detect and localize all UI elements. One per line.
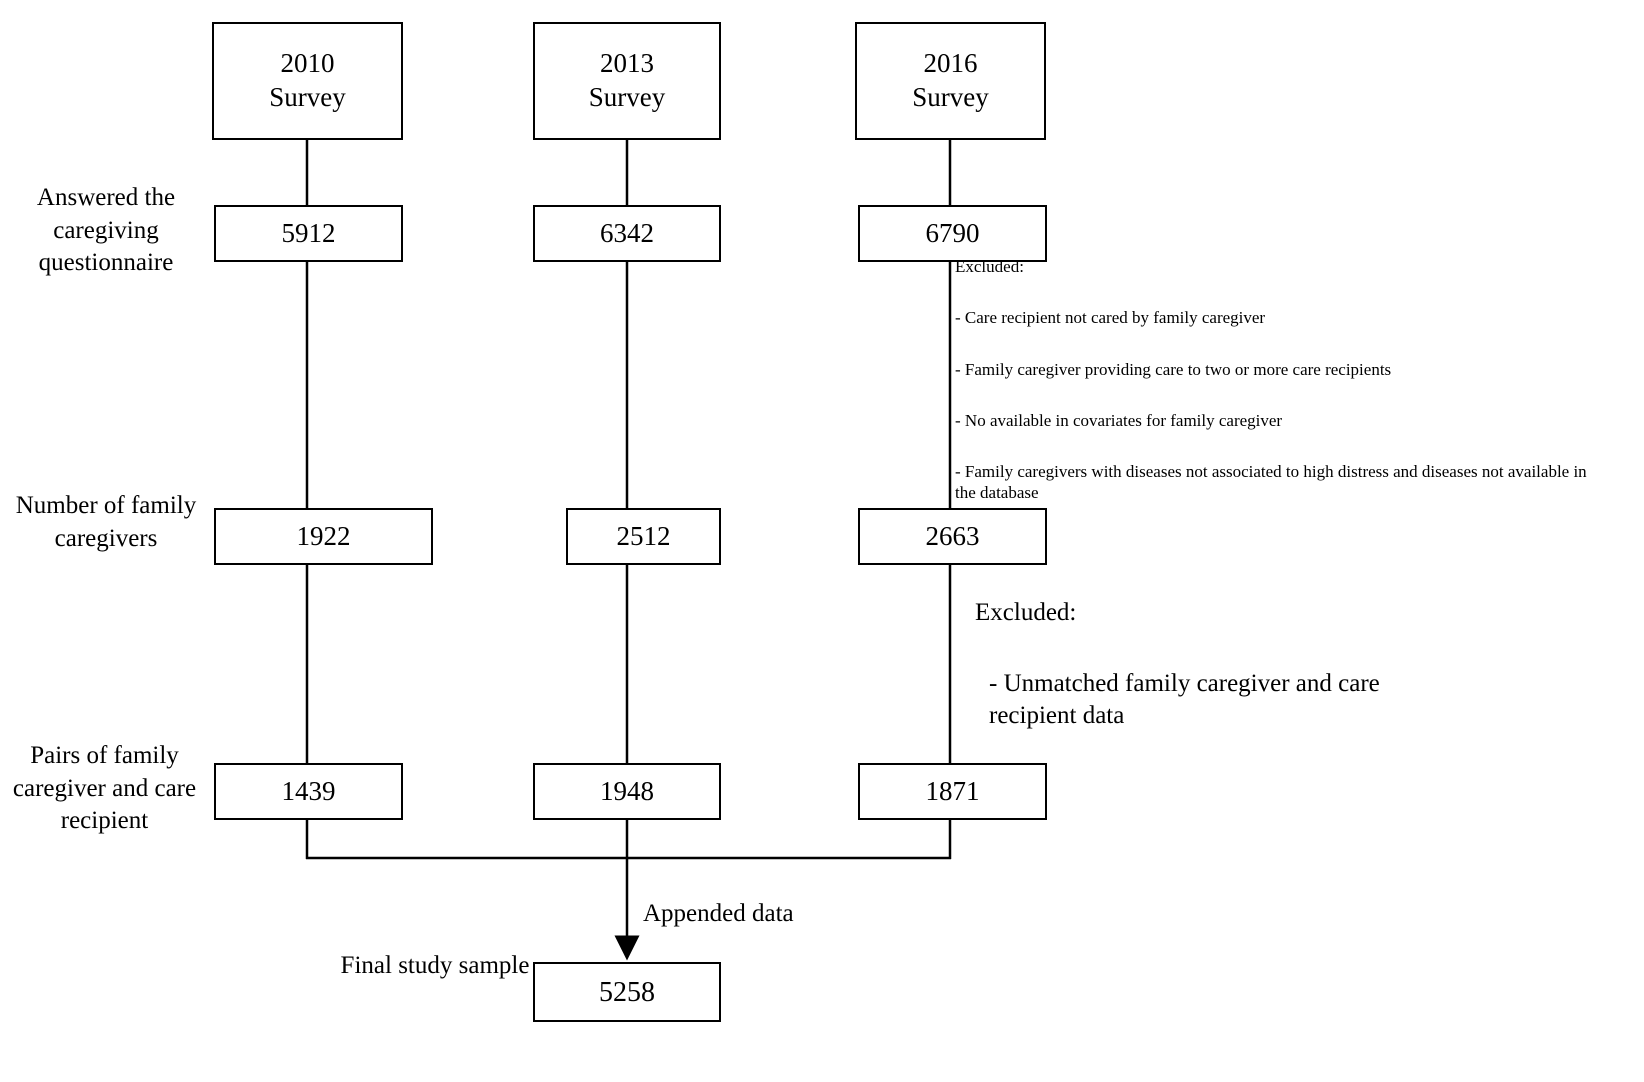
exclusions-2-title: Excluded: (975, 599, 1077, 626)
node-2016-survey-line-2: Survey (912, 82, 989, 112)
node-2010-survey-line-1: 2010 (280, 48, 335, 79)
node-2010-survey-line-2: Survey (269, 82, 346, 112)
stage-label-caregivers: Number of family caregivers (8, 490, 204, 555)
exclusions-1-title: Excluded: (955, 257, 1024, 276)
node-2016-pairs-value: 1871 (925, 775, 980, 806)
node-final-sample[interactable]: 5258 (533, 962, 721, 1022)
node-2013-pairs-value: 1948 (600, 775, 654, 806)
node-2013-answered[interactable]: 6342 (533, 205, 721, 262)
node-2016-answered[interactable]: 6790 (858, 205, 1047, 262)
node-2016-answered-value: 6790 (925, 217, 980, 248)
node-2010-caregivers[interactable]: 1922 (214, 508, 433, 565)
node-2010-answered-value: 5912 (281, 217, 336, 248)
stage-label-caregivers-line-2: family (130, 492, 197, 519)
exclusions-block-2: Excluded: - Unmatched family caregiver a… (975, 597, 1445, 733)
node-2010-pairs-value: 1439 (281, 775, 336, 806)
node-2010-caregivers-value: 1922 (296, 520, 351, 551)
node-2016-survey[interactable]: 2016 Survey (855, 22, 1046, 140)
exclusions-1-item-3: - No available in covariates for family … (955, 410, 1283, 430)
node-2010-answered[interactable]: 5912 (214, 205, 403, 262)
node-2013-answered-value: 6342 (600, 217, 654, 248)
exclusions-block-1: Excluded: - Care recipient not cared by … (955, 256, 1595, 504)
node-2013-survey-line-2: Survey (588, 82, 666, 112)
node-2013-pairs[interactable]: 1948 (533, 763, 721, 820)
stage-label-pairs-line-2: caregiver and (12, 774, 149, 802)
node-2013-survey[interactable]: 2013 Survey (533, 22, 721, 140)
node-2016-survey-line-1: 2016 (923, 48, 978, 79)
node-2016-pairs[interactable]: 1871 (858, 763, 1047, 820)
stage-label-pairs-line-3: care recipient (60, 774, 197, 835)
stage-label-answered-line-2: caregiving (53, 216, 159, 244)
stage-label-final-line-1: Final study (340, 952, 453, 979)
node-2013-survey-line-1: 2013 (600, 48, 654, 79)
exclusions-2-item-1: - Unmatched family caregiver and care re… (989, 669, 1380, 730)
stage-label-final-line-2: sample (458, 952, 530, 979)
node-2016-caregivers[interactable]: 2663 (858, 508, 1047, 565)
node-final-sample-value: 5258 (599, 976, 655, 1008)
appended-data-label: Appended data (643, 900, 794, 927)
stage-label-answered-line-3: questionnaire (38, 249, 174, 276)
stage-label-final: Final study sample (340, 950, 530, 983)
stage-label-caregivers-line-3: caregivers (54, 524, 158, 552)
exclusions-1-item-2: - Family caregiver providing care to two… (955, 359, 1392, 379)
exclusions-1-item-4: - Family caregivers with diseases not as… (955, 462, 1587, 503)
stage-label-caregivers-line-1: Number of (15, 492, 125, 519)
stage-label-answered: Answered the caregiving questionnaire (8, 182, 204, 280)
node-2010-survey[interactable]: 2010 Survey (212, 22, 403, 140)
stage-label-pairs: Pairs of family caregiver and care recip… (2, 740, 207, 838)
node-2013-caregivers[interactable]: 2512 (566, 508, 721, 565)
exclusions-1-item-1: - Care recipient not cared by family car… (955, 308, 1266, 328)
stage-label-answered-line-1: Answered the (36, 184, 176, 211)
node-2010-pairs[interactable]: 1439 (214, 763, 403, 820)
node-2016-caregivers-value: 2663 (925, 520, 980, 551)
stage-label-pairs-line-1: Pairs of family (30, 742, 179, 769)
node-2013-caregivers-value: 2512 (616, 520, 671, 551)
